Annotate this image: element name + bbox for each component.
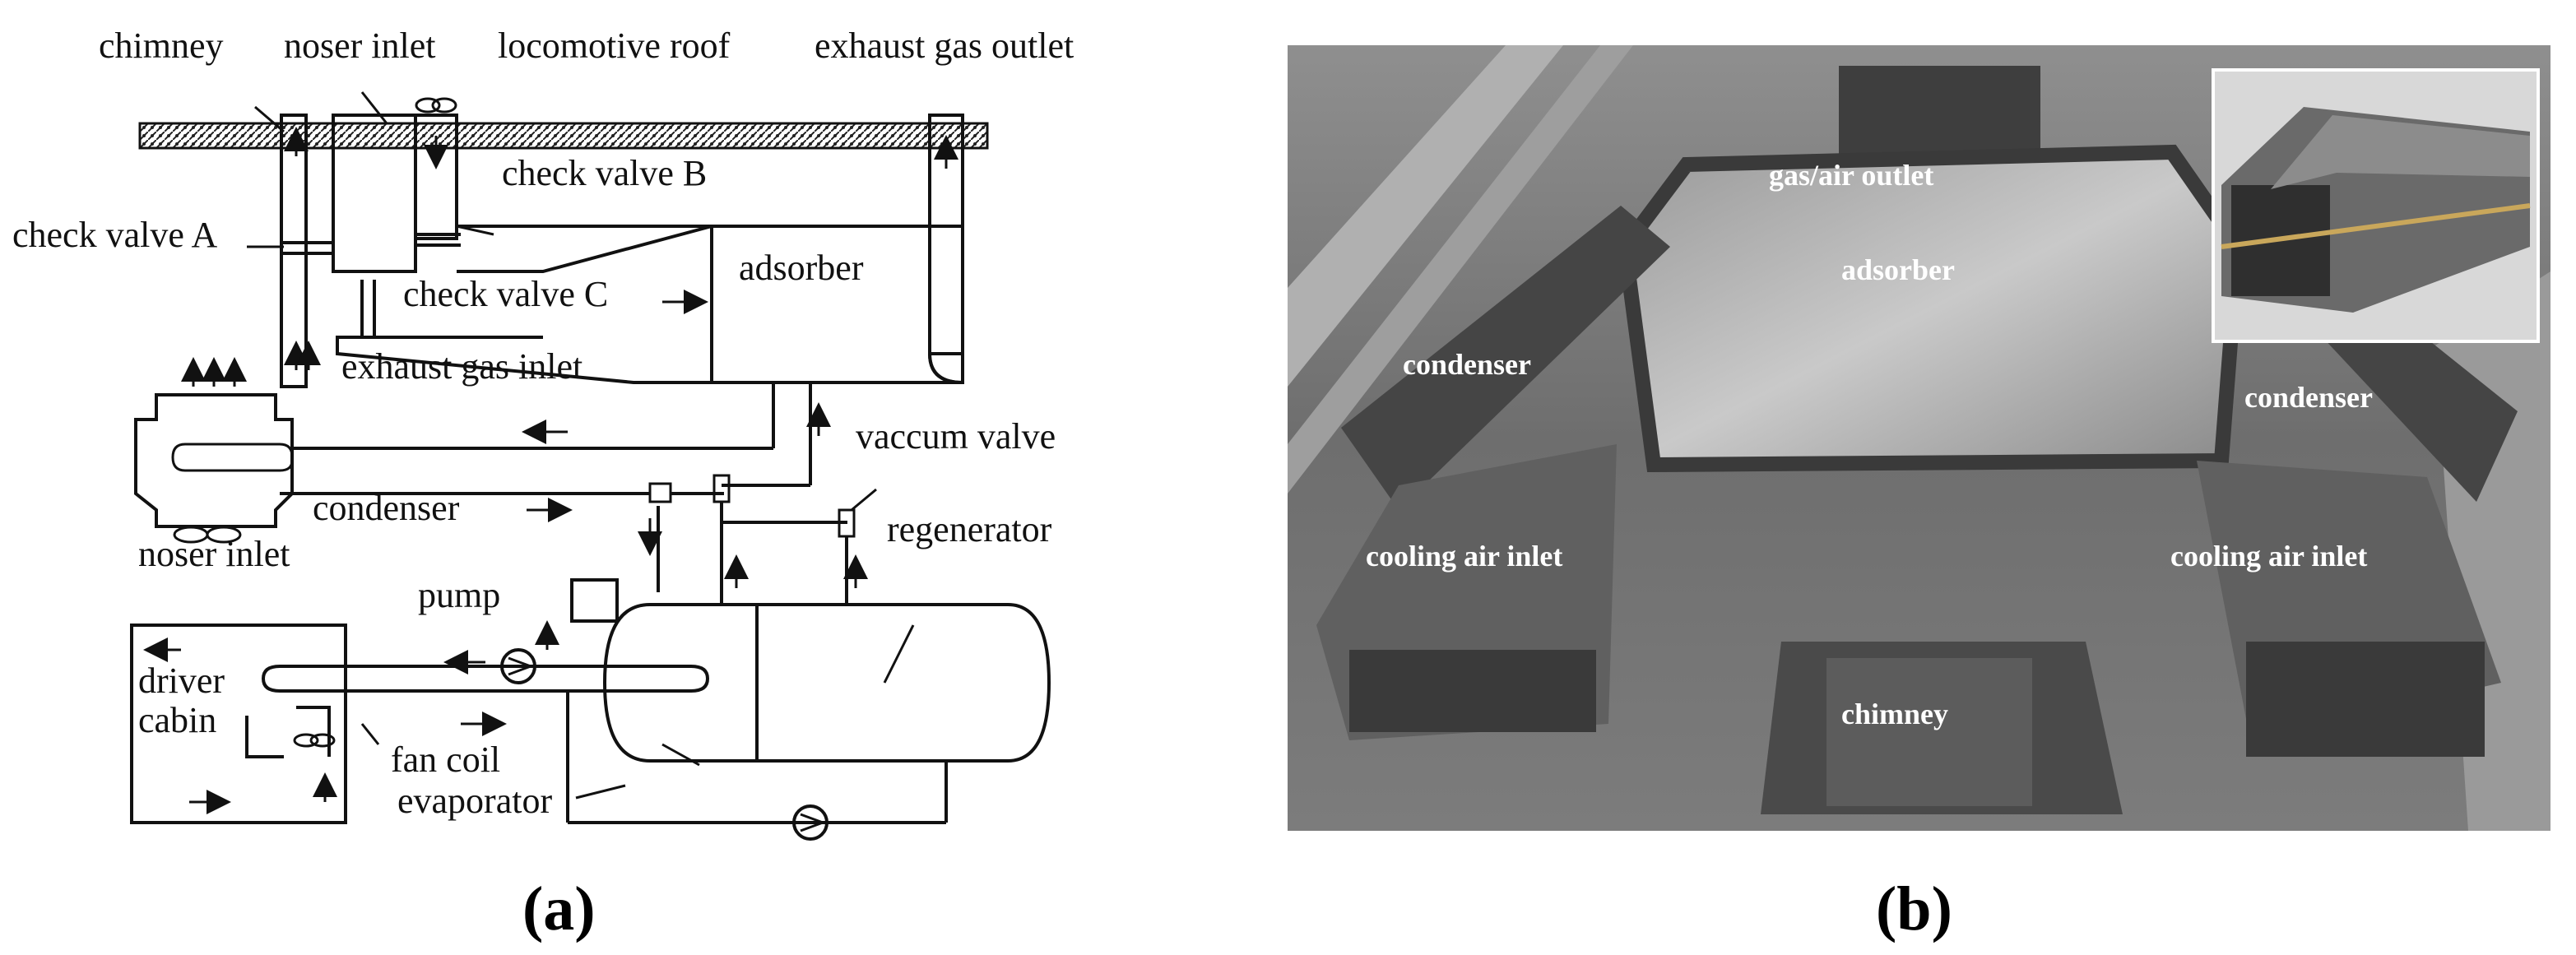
fan-icon (415, 97, 441, 114)
photo-label-chimney: chimney (1841, 698, 1948, 730)
exhaust-outlet-duct (928, 114, 964, 355)
condenser-box (134, 393, 294, 528)
label-regenerator: regenerator (887, 509, 1052, 549)
photo-label-adsorber: adsorber (1841, 253, 1955, 286)
pump-icon (500, 648, 536, 684)
condenser-left-photo (1341, 206, 1670, 510)
label-check-valve-c: check valve C (403, 274, 608, 314)
label-condenser: condenser (313, 488, 460, 528)
label-pump: pump (418, 575, 500, 615)
chimney-duct (280, 114, 308, 388)
schematic-diagram: chimney noser inlet locomotive roof exha… (12, 25, 1074, 943)
label-adsorber: adsorber (739, 248, 864, 288)
rail-track (1288, 45, 1563, 387)
adsorber-chamber (1617, 144, 2246, 473)
photo-label-cooling-air-inlet-right: cooling air inlet (2170, 540, 2367, 573)
caption-a: (a) (522, 874, 596, 943)
photo-label-cooling-air-inlet-left: cooling air inlet (1366, 540, 1562, 573)
driver-cabin-box (130, 624, 347, 824)
label-noser-inlet-bottom: noser inlet (138, 534, 290, 574)
roof-leader (360, 91, 388, 124)
label-evaporator: evaporator (397, 781, 552, 821)
locomotive-roof-band (138, 122, 989, 150)
label-locomotive-roof: locomotive roof (498, 25, 731, 66)
label-vaccum-valve: vaccum valve (856, 416, 1056, 457)
label-exhaust-gas-outlet: exhaust gas outlet (815, 25, 1074, 66)
photo-label-condenser-right: condenser (2244, 381, 2373, 414)
label-exhaust-gas-inlet: exhaust gas inlet (341, 346, 583, 387)
vaccum-valve-icon (712, 474, 731, 503)
roof-top-box (1839, 66, 2040, 156)
caption-b: (b) (1876, 874, 1952, 943)
photo-label-gas-air-outlet: gas/air outlet (1769, 159, 1933, 192)
label-check-valve-b: check valve B (502, 153, 707, 193)
label-noser-inlet-top: noser inlet (284, 25, 436, 66)
label-fan-coil: fan coil (391, 739, 500, 780)
label-driver: driver (138, 661, 225, 701)
locomotive-roof-photo: gas/air outlet adsorber condenser conden… (1288, 45, 2550, 831)
label-check-valve-a: check valve A (12, 215, 217, 255)
regenerator-vessel (602, 603, 1051, 763)
photo-label-condenser-left: condenser (1403, 348, 1531, 381)
label-cabin: cabin (138, 700, 216, 740)
label-chimney: chimney (99, 25, 224, 66)
